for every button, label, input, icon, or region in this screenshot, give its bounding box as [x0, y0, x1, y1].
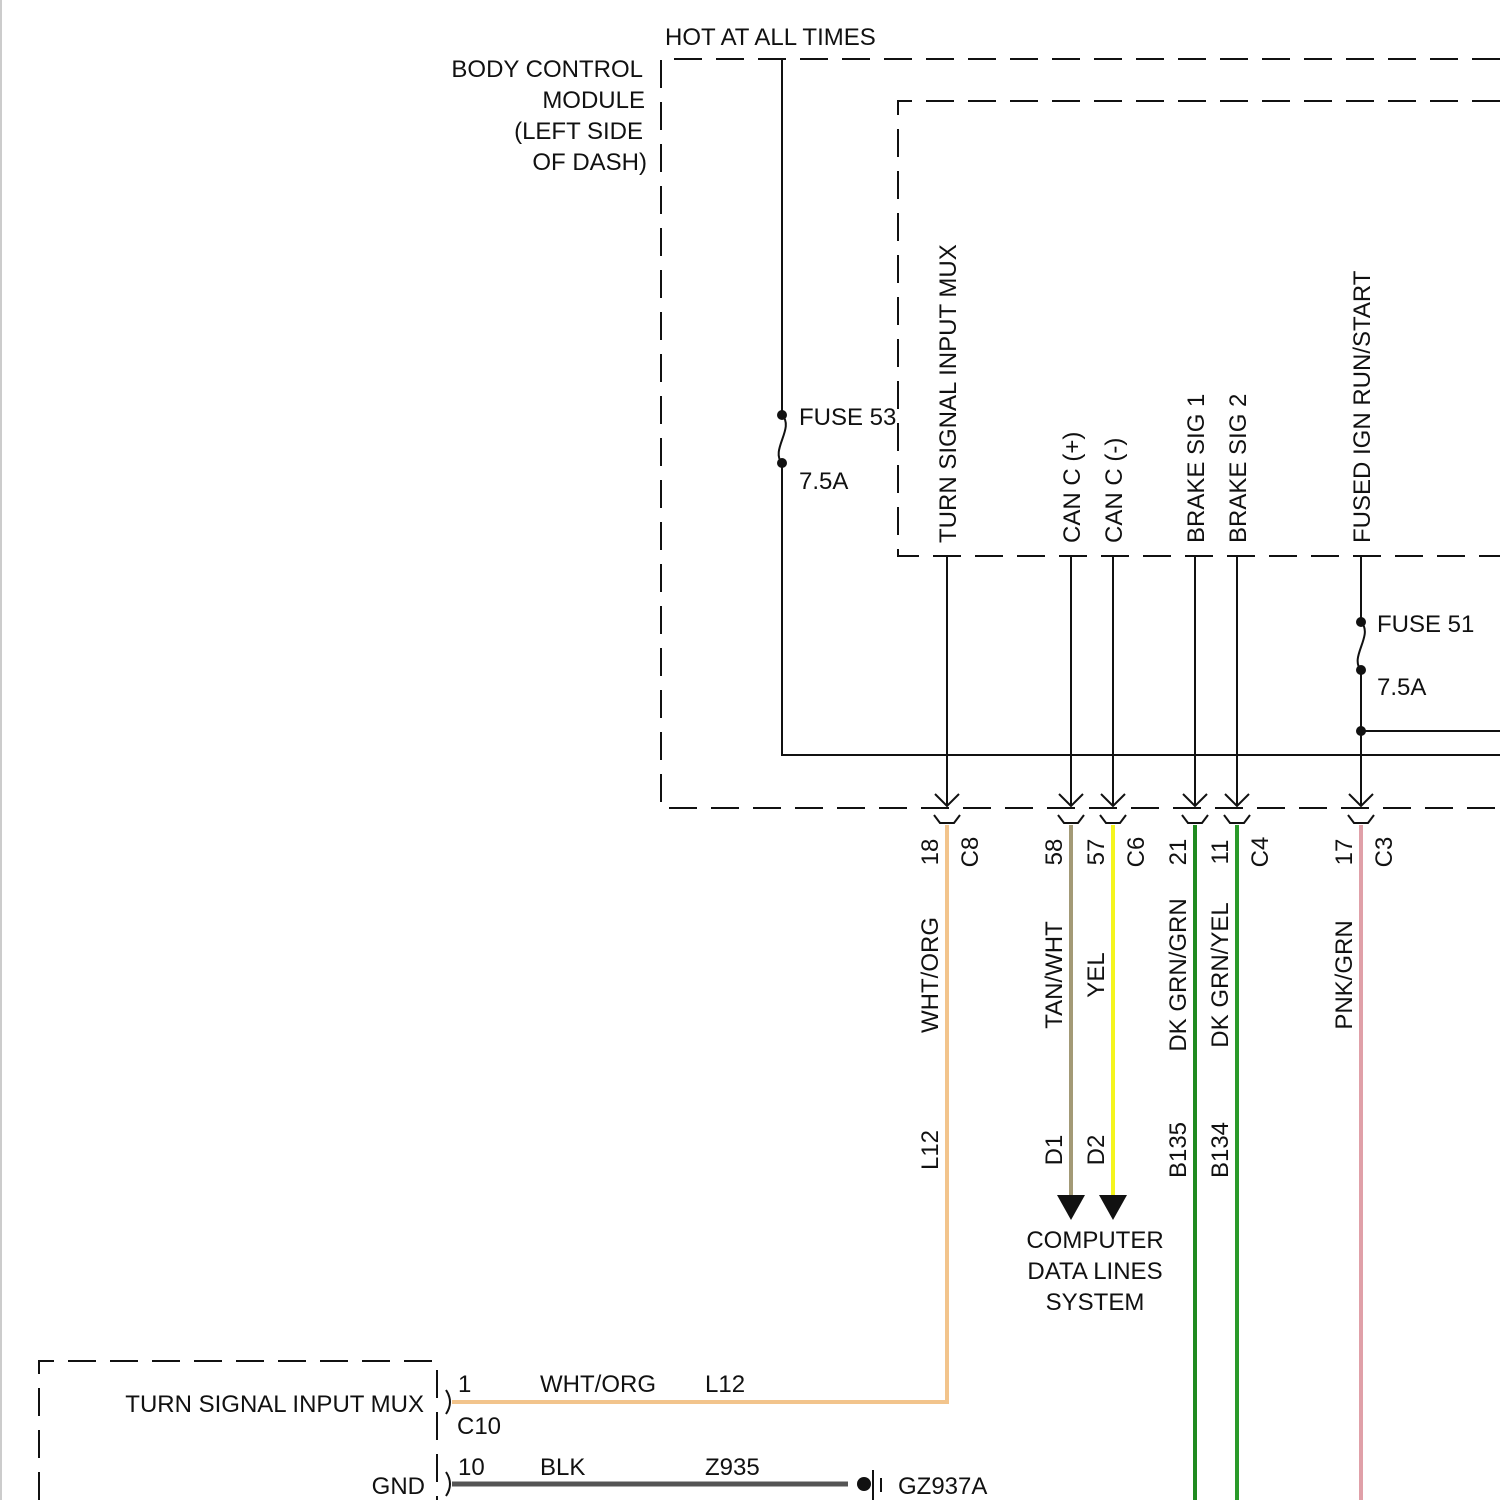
connector-c10-label: C10: [457, 1413, 501, 1440]
bcm-label: BODY CONTROL MODULE (LEFT SIDE OF DASH): [451, 56, 647, 176]
pin-function-label: BRAKE SIG 2: [1225, 394, 1252, 543]
arrow-down-icon: [1057, 1195, 1085, 1220]
ground-icon: [857, 1470, 881, 1500]
ground-gz937a-label: GZ937A: [898, 1473, 987, 1500]
connector-label: C6: [1123, 837, 1150, 868]
connector-c10-icon: [446, 1390, 450, 1414]
pin-number: 21: [1165, 839, 1192, 866]
gnd-label: GND: [372, 1473, 425, 1500]
circuit-number-label: D1: [1041, 1135, 1068, 1166]
wire-color-label: DK GRN/GRN: [1165, 898, 1192, 1051]
pin-1-label: 1: [458, 1371, 471, 1398]
pin-function-label: FUSED IGN RUN/START: [1349, 270, 1376, 543]
pin-function-label: TURN SIGNAL INPUT MUX: [935, 244, 962, 543]
fuse-terminal-dot: [777, 458, 787, 468]
fuse-53-label: FUSE 53: [799, 404, 896, 431]
connector-label: C8: [957, 837, 984, 868]
fuse-terminal-dot: [777, 410, 787, 420]
wire-color-label: PNK/GRN: [1331, 920, 1358, 1029]
pin-10-color: BLK: [540, 1454, 585, 1481]
wire-color-label: TAN/WHT: [1041, 921, 1068, 1029]
pin-function-label: CAN C (+): [1059, 432, 1086, 543]
wire-color-label: WHT/ORG: [917, 917, 944, 1033]
wire-color-label: YEL: [1083, 952, 1110, 997]
circuit-number-label: D2: [1083, 1135, 1110, 1166]
arrow-down-icon: [1099, 1195, 1127, 1220]
connector-cavity-icon: [1348, 815, 1374, 823]
pin-number: 57: [1083, 839, 1110, 866]
pin-10-label: 10: [458, 1454, 485, 1481]
pin-function-label: CAN C (-): [1101, 438, 1128, 543]
connector-icon: [446, 1472, 450, 1496]
lower-module-name: TURN SIGNAL INPUT MUX: [125, 1391, 424, 1418]
fuse-53-rating: 7.5A: [799, 468, 848, 495]
svg-text:SYSTEM: SYSTEM: [1046, 1289, 1145, 1316]
connector-cavity-icon: [1058, 815, 1084, 823]
hot-at-all-times-label: HOT AT ALL TIMES: [665, 24, 876, 51]
svg-text:(LEFT SIDE: (LEFT SIDE: [514, 118, 643, 145]
svg-text:BODY CONTROL: BODY CONTROL: [451, 56, 643, 83]
svg-text:OF DASH): OF DASH): [532, 149, 647, 176]
fuse-51-rating: 7.5A: [1377, 674, 1426, 701]
pin-10-circuit: Z935: [705, 1454, 760, 1481]
svg-text:MODULE: MODULE: [542, 87, 645, 114]
connector-cavity-icon: [1182, 815, 1208, 823]
wire-color-label: DK GRN/YEL: [1207, 902, 1234, 1047]
fuse-terminal-dot: [1356, 665, 1366, 675]
pin-number: 58: [1041, 839, 1068, 866]
pin-number: 11: [1207, 840, 1234, 865]
svg-text:DATA LINES: DATA LINES: [1027, 1258, 1162, 1285]
circuit-number-label: L12: [917, 1130, 944, 1170]
pin-1-circuit: L12: [705, 1371, 745, 1398]
computer-data-lines-label: COMPUTER DATA LINES SYSTEM: [1026, 1227, 1163, 1316]
pin-number: 18: [917, 839, 944, 866]
circuit-number-label: B134: [1207, 1122, 1234, 1178]
pin-1-color: WHT/ORG: [540, 1371, 656, 1398]
fuse-53-icon: [779, 415, 786, 463]
connector-label: C4: [1247, 837, 1274, 868]
connector-label: C3: [1371, 837, 1398, 868]
pin-number: 17: [1331, 839, 1358, 866]
wire-wht-org-l12-run: [452, 825, 947, 1402]
connector-cavity-icon: [1100, 815, 1126, 823]
connector-cavity-icon: [1224, 815, 1250, 823]
svg-text:COMPUTER: COMPUTER: [1026, 1227, 1163, 1254]
circuit-number-label: B135: [1165, 1122, 1192, 1178]
fuse-51-label: FUSE 51: [1377, 611, 1474, 638]
connector-cavity-icon: [934, 815, 960, 823]
pin-function-label: BRAKE SIG 1: [1183, 394, 1210, 543]
